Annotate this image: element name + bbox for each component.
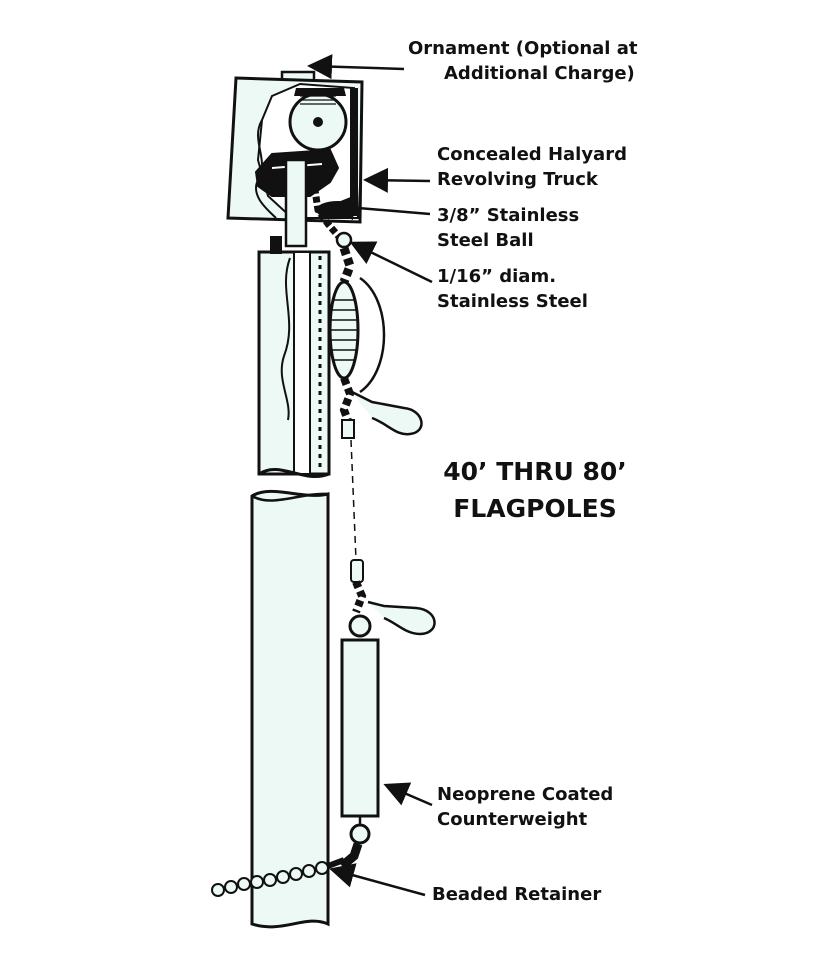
arrow-counterweight [383, 782, 433, 807]
arrow-ornament [307, 54, 405, 80]
callout-ball: 3/8” Stainless Steel Ball [437, 203, 579, 253]
stainless-ball [335, 231, 353, 249]
lower-snap-hook [367, 600, 436, 636]
stainless-cable [350, 439, 357, 561]
callout-truck-line2: Revolving Truck [437, 169, 598, 190]
counterweight [339, 638, 380, 870]
callout-cable: 1/16” diam. Stainless Steel [437, 264, 588, 314]
callout-counterweight: Neoprene Coated Counterweight [437, 782, 613, 832]
swivel-assembly [328, 231, 436, 638]
callout-retainer: Beaded Retainer [432, 882, 601, 907]
lower-pole-section [250, 489, 330, 929]
callout-ball-line2: Steel Ball [437, 230, 534, 251]
callout-truck-line1: Concealed Halyard [437, 144, 627, 165]
diagram-title-line1: 40’ THRU 80’ [443, 457, 627, 486]
arrow-truck [363, 167, 431, 193]
arrow-retainer [329, 863, 426, 897]
diagram-title-line2: FLAGPOLES [453, 494, 617, 523]
callout-ornament: Ornament (Optional at Additional Charge) [408, 36, 638, 86]
callout-ornament-line1: Ornament (Optional at [408, 38, 638, 59]
callout-retainer-line1: Beaded Retainer [432, 884, 602, 905]
diagram-title: 40’ THRU 80’ FLAGPOLES [430, 453, 640, 527]
spindle [284, 158, 308, 248]
callout-ornament-line2: Additional Charge) [444, 63, 635, 84]
callout-truck: Concealed Halyard Revolving Truck [437, 142, 627, 192]
callout-cable-line1: 1/16” diam. [437, 266, 557, 287]
callout-ball-line1: 3/8” Stainless [437, 205, 580, 226]
callout-counterweight-line1: Neoprene Coated [437, 784, 614, 805]
callout-counterweight-line2: Counterweight [437, 809, 588, 830]
beaded-retainer [211, 857, 346, 897]
revolving-truck [226, 70, 364, 248]
arrow-cable [349, 241, 433, 284]
upper-pole-section [257, 236, 331, 478]
upper-snap-hook [351, 390, 423, 436]
callout-cable-line2: Stainless Steel [437, 291, 588, 312]
arrow-ball [329, 195, 431, 221]
callout-arrows [307, 54, 433, 897]
